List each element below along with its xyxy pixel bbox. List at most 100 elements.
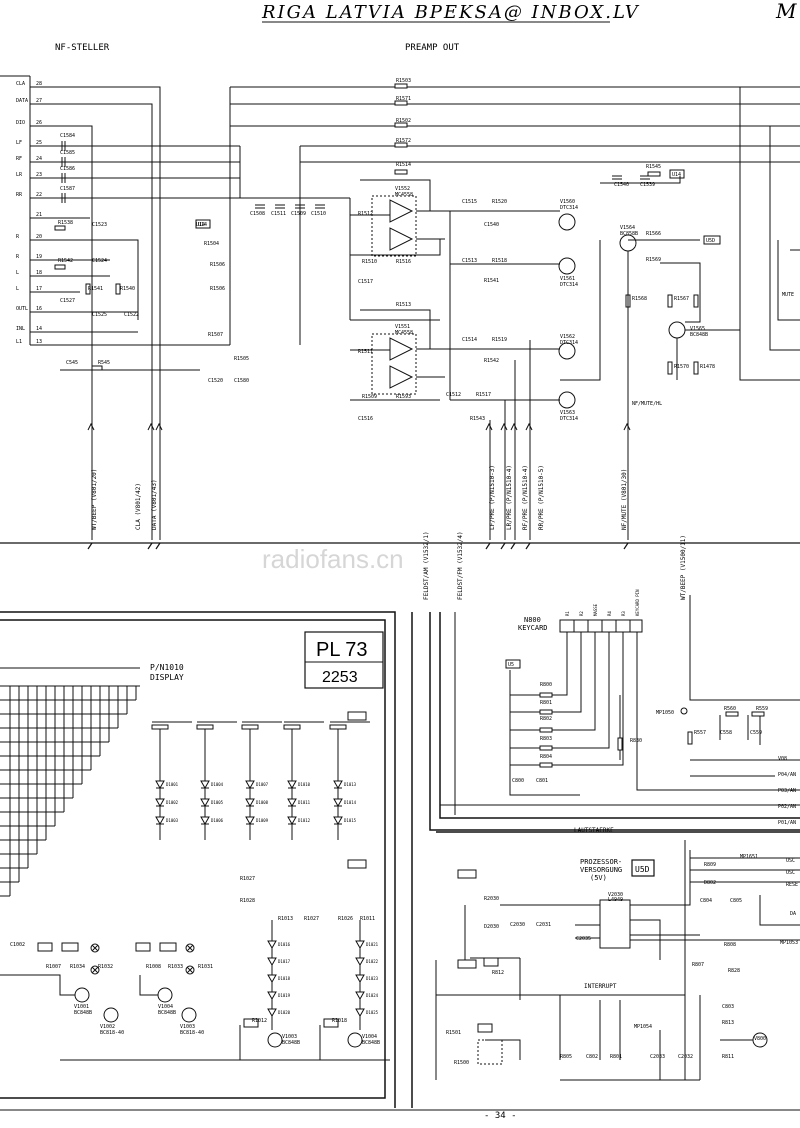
svg-text:R809: R809 <box>704 862 716 868</box>
transistor-group <box>558 213 686 409</box>
right-net-osc-1: OSC <box>786 858 795 864</box>
net-flag-label-u14-a: U14 <box>198 222 207 228</box>
display-board-outline <box>0 611 396 1108</box>
processor-supply-title-2: VERSORGUNG <box>580 866 622 874</box>
led-diode <box>355 991 365 1001</box>
led-label: D1002 <box>166 800 179 805</box>
input-pin-number: 24 <box>36 156 42 162</box>
svg-text:R1509: R1509 <box>362 394 377 400</box>
input-pin-number: 19 <box>36 254 42 260</box>
led-label: D1006 <box>211 818 224 823</box>
led-label: D1019 <box>278 993 291 998</box>
transistor-part-5: BC858B <box>620 231 638 237</box>
svg-text:R811: R811 <box>722 1054 734 1060</box>
svg-text:C1510: C1510 <box>311 211 326 217</box>
svg-text:R804: R804 <box>540 754 552 760</box>
right-net-mp1651: MP1651 <box>740 854 758 860</box>
opamp-ref-1: V1552 <box>395 186 410 192</box>
input-pin-name: R <box>16 254 20 260</box>
svg-text:R1012: R1012 <box>252 1018 267 1024</box>
svg-text:R801: R801 <box>540 700 552 706</box>
lautstaerke-label: LAUTSTAERKE <box>574 827 614 834</box>
keycard-resistors <box>539 692 765 768</box>
input-pin-number: 27 <box>36 98 42 104</box>
svg-text:R1569: R1569 <box>646 257 661 263</box>
regulator-part: L4949 <box>608 897 623 903</box>
svg-text:R1013: R1013 <box>278 916 293 922</box>
led-diode <box>267 974 277 984</box>
input-pin-name: DIO <box>16 120 25 126</box>
svg-text:C2031: C2031 <box>536 922 551 928</box>
svg-text:BC848B: BC848B <box>74 1010 92 1016</box>
svg-text:R800: R800 <box>540 682 552 688</box>
input-pin-number: 26 <box>36 120 42 126</box>
lamp-symbol <box>90 965 100 975</box>
transistor-ref-2: V1561 <box>560 276 575 282</box>
led-diode <box>200 798 210 808</box>
svg-text:R1518: R1518 <box>492 258 507 264</box>
svg-text:BC818-40: BC818-40 <box>100 1030 124 1036</box>
processor-net-flags <box>457 869 499 1033</box>
input-pin-name: DATA <box>16 98 28 104</box>
svg-text:R1031: R1031 <box>198 964 213 970</box>
svg-text:R1011: R1011 <box>360 916 375 922</box>
svg-text:R813: R813 <box>722 1020 734 1026</box>
svg-text:R801: R801 <box>610 1054 622 1060</box>
transistor-part-3: DTC314 <box>560 340 578 346</box>
transistor-ref-1: V1560 <box>560 199 575 205</box>
regulator-ref: V2030 <box>608 892 623 898</box>
led-diode <box>267 991 277 1001</box>
opamp-part-1: MC4558 <box>395 192 413 198</box>
input-pin-name: LF <box>16 140 22 146</box>
display-transistors <box>0 974 390 1061</box>
vertical-signal-labels: WT/BEEP (V801/20) CLA (V801/42) DATA (V8… <box>91 465 687 600</box>
input-connector <box>0 75 31 345</box>
vlabel-nf-mute: NF/MUTE (V801/30) <box>621 469 628 530</box>
led-diode <box>333 816 343 826</box>
led-label: D1017 <box>278 959 291 964</box>
processor-supply-title: PROZESSOR- <box>580 858 622 866</box>
led-diode <box>155 816 165 826</box>
led-label: D1005 <box>211 800 224 805</box>
led-diode <box>200 780 210 790</box>
svg-text:R1027: R1027 <box>304 916 319 922</box>
svg-text:C1585: C1585 <box>60 150 75 156</box>
svg-text:R1542: R1542 <box>58 258 73 264</box>
input-pin-number: 21 <box>36 212 42 218</box>
led-label: D1008 <box>256 800 269 805</box>
transistor-part-1: DTC314 <box>560 205 578 211</box>
svg-text:C558: C558 <box>720 730 732 736</box>
led-label: D1025 <box>366 1010 379 1015</box>
svg-text:C2033: C2033 <box>650 1054 665 1060</box>
svg-text:R559: R559 <box>756 706 768 712</box>
regulator-output-label: U5D <box>635 865 650 874</box>
svg-text:C1539: C1539 <box>640 182 655 188</box>
lamp-cross <box>186 944 194 952</box>
mute-circuit <box>600 175 741 400</box>
preamp-feed-lines <box>229 86 800 381</box>
net-flag-label-u5: U5 <box>508 662 514 668</box>
led-label: D1014 <box>344 800 357 805</box>
vlabel-lf-pre: LF/PRE (P/N1510-3) <box>489 465 496 530</box>
svg-text:R1511: R1511 <box>358 349 373 355</box>
column-resistor <box>196 724 214 730</box>
svg-text:BC848B: BC848B <box>282 1040 300 1046</box>
transistor-ref-3: V1562 <box>560 334 575 340</box>
regulator-block <box>435 850 700 1080</box>
right-net-mute: MUTE <box>782 292 794 298</box>
right-net-mp1050: MP1050 <box>656 710 674 716</box>
svg-text:C1525: C1525 <box>92 312 107 318</box>
led-label: D1018 <box>278 976 291 981</box>
svg-text:R1478: R1478 <box>700 364 715 370</box>
keycard-pin-label: R1 <box>565 611 570 616</box>
vlabel-rf-pre: RF/PRE (P/N1510-4) <box>522 465 529 530</box>
svg-text:R1506: R1506 <box>210 262 225 268</box>
vlabel-lr-pre: LR/PRE (P/N1510-4) <box>506 465 513 530</box>
svg-text:R1517: R1517 <box>476 392 491 398</box>
input-caps <box>54 141 121 371</box>
svg-text:R1568: R1568 <box>632 296 647 302</box>
transistor-ref-4: V1563 <box>560 410 575 416</box>
svg-text:R1593: R1593 <box>396 394 411 400</box>
input-pin-name: RR <box>16 192 23 198</box>
vlabel-feldst-am: FELDST/AM (V1532/1) <box>423 531 430 600</box>
